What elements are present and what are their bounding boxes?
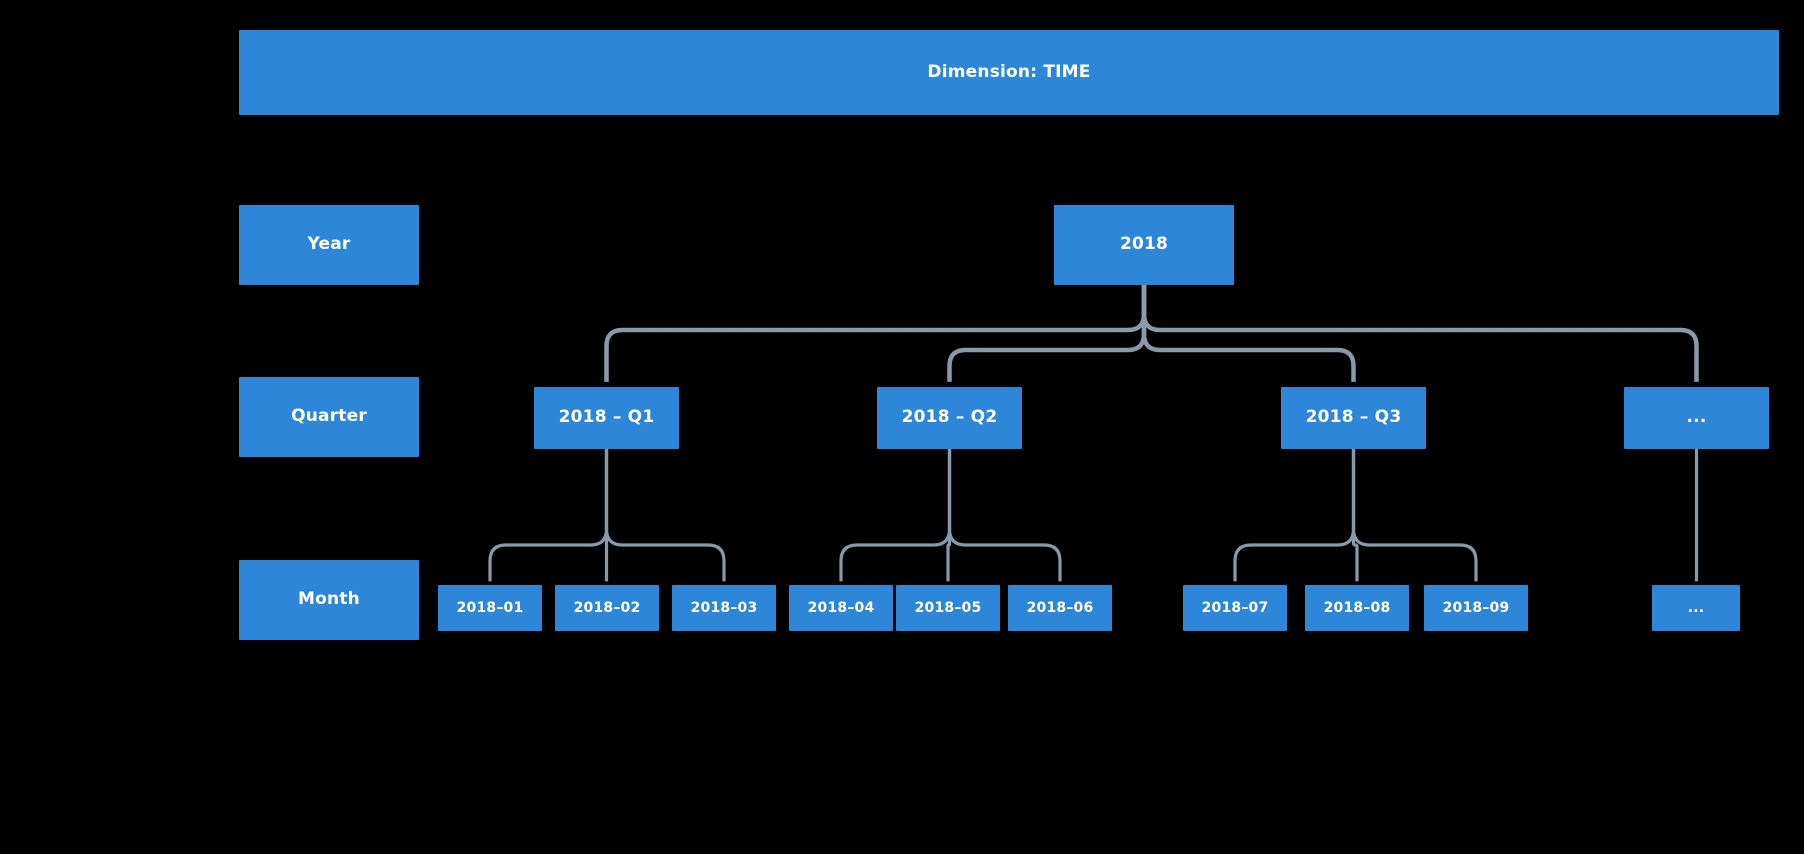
row-label-month: Month (239, 560, 419, 640)
month-node-more[interactable]: ... (1652, 585, 1740, 631)
connector-line (947, 285, 1147, 382)
quarter-node-q2[interactable]: 2018 – Q2 (877, 387, 1022, 449)
month-node-more-label: ... (1687, 599, 1705, 616)
connector-line (947, 449, 1062, 582)
month-node-2018-05-label: 2018–05 (914, 599, 982, 616)
quarter-node-q3-label: 2018 – Q3 (1305, 407, 1402, 428)
month-node-2018-01-label: 2018–01 (456, 599, 524, 616)
month-node-2018-04[interactable]: 2018–04 (789, 585, 893, 631)
month-node-2018-09[interactable]: 2018–09 (1424, 585, 1528, 631)
month-node-2018-01[interactable]: 2018–01 (438, 585, 542, 631)
month-node-2018-04-label: 2018–04 (807, 599, 875, 616)
quarter-node-more-label: ... (1686, 407, 1707, 428)
month-node-2018-07[interactable]: 2018–07 (1183, 585, 1287, 631)
month-node-2018-02[interactable]: 2018–02 (555, 585, 659, 631)
connector-line (1351, 449, 1478, 582)
diagram-title-banner: Dimension: TIME (239, 30, 1779, 115)
row-label-month-text: Month (298, 589, 360, 610)
connector-line (604, 285, 1147, 382)
quarter-node-q3[interactable]: 2018 – Q3 (1281, 387, 1426, 449)
connector-line (604, 449, 726, 582)
page-title: Dimension: TIME (927, 61, 1091, 82)
row-label-quarter: Quarter (239, 377, 419, 457)
month-node-2018-06-label: 2018–06 (1026, 599, 1094, 616)
month-node-2018-03[interactable]: 2018–03 (672, 585, 776, 631)
connector-line (839, 449, 952, 582)
row-label-year-text: Year (307, 234, 351, 255)
month-node-2018-07-label: 2018–07 (1201, 599, 1269, 616)
connector-line (488, 449, 609, 582)
month-node-2018-06[interactable]: 2018–06 (1008, 585, 1112, 631)
year-node[interactable]: 2018 (1054, 205, 1234, 285)
month-node-2018-08-label: 2018–08 (1323, 599, 1391, 616)
month-node-2018-08[interactable]: 2018–08 (1305, 585, 1409, 631)
month-node-2018-02-label: 2018–02 (573, 599, 641, 616)
quarter-node-more[interactable]: ... (1624, 387, 1769, 449)
month-node-2018-05[interactable]: 2018–05 (896, 585, 1000, 631)
quarter-node-q1[interactable]: 2018 – Q1 (534, 387, 679, 449)
month-node-2018-09-label: 2018–09 (1442, 599, 1510, 616)
row-label-year: Year (239, 205, 419, 285)
connector-line (1141, 285, 1699, 382)
quarter-node-q1-label: 2018 – Q1 (558, 407, 655, 428)
connector-line (1233, 449, 1356, 582)
connector-line (946, 449, 952, 582)
quarter-node-q2-label: 2018 – Q2 (901, 407, 998, 428)
year-node-label: 2018 (1119, 234, 1169, 255)
connector-line (1351, 449, 1359, 582)
connector-line (1141, 285, 1356, 382)
row-label-quarter-text: Quarter (291, 406, 367, 427)
month-node-2018-03-label: 2018–03 (690, 599, 758, 616)
